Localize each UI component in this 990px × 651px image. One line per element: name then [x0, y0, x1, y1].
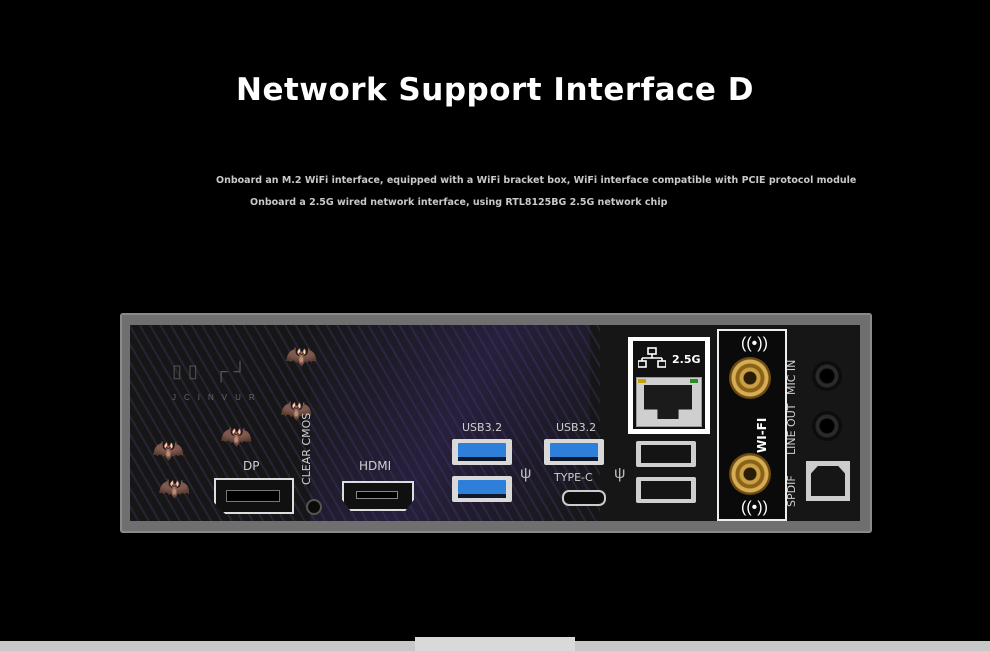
- brand-logo-sub: JCINVUR: [172, 393, 263, 402]
- wifi-label: WI-FI: [755, 417, 769, 453]
- lan-led-right: [690, 379, 698, 383]
- mic-in-jack: [812, 361, 842, 391]
- wifi-antenna-connector: [729, 453, 771, 495]
- page-title: Network Support Interface D: [236, 72, 754, 108]
- usb-a-port-black: [636, 477, 696, 503]
- usb-icon: ψ: [614, 465, 626, 482]
- displayport-port-inner: [226, 490, 280, 502]
- spdif-label: SPDIF: [785, 475, 798, 507]
- spdif-port: [806, 461, 850, 501]
- usb-icon: ψ: [520, 465, 532, 482]
- scrollbar-thumb[interactable]: [415, 637, 575, 651]
- hdmi-port-inner: [356, 491, 398, 499]
- dp-label: DP: [243, 459, 260, 473]
- typec-label: TYPE-C: [554, 471, 593, 484]
- bat-icon: 🦇: [152, 435, 185, 465]
- usb-typec-port: [562, 490, 606, 506]
- mic-in-label: MIC IN: [785, 359, 798, 395]
- usb-group2-label: USB3.2: [556, 421, 597, 434]
- io-shield-face: ▯▯ ┌┘ JCINVUR 🦇 🦇 🦇 🦇 🦇 DP CLEAR CMOS HD…: [130, 325, 860, 521]
- bat-icon: 🦇: [158, 473, 191, 503]
- clear-cmos-button: [306, 499, 322, 515]
- bat-icon: 🦇: [285, 341, 318, 371]
- displayport-port: [214, 478, 294, 514]
- usb-a-port-blue: [452, 476, 512, 502]
- wifi-icon: ((•)): [741, 335, 768, 352]
- hdmi-label: HDMI: [359, 459, 392, 473]
- wifi-antenna-connector: [729, 357, 771, 399]
- lan-speed-label: 2.5G: [672, 353, 701, 366]
- clear-cmos-label: CLEAR CMOS: [300, 412, 313, 485]
- io-shield-plate: ▯▯ ┌┘ JCINVUR 🦇 🦇 🦇 🦇 🦇 DP CLEAR CMOS HD…: [120, 313, 872, 533]
- brand-logo: ▯▯ ┌┘: [172, 361, 253, 381]
- bat-icon: 🦇: [280, 395, 313, 425]
- lan-led-left: [638, 379, 646, 383]
- description-line-wifi: Onboard an M.2 WiFi interface, equipped …: [216, 175, 857, 186]
- description-line-lan: Onboard a 2.5G wired network interface, …: [250, 197, 668, 208]
- usb-a-port-blue: [544, 439, 604, 465]
- line-out-label: LINE OUT: [785, 403, 798, 455]
- bat-icon: 🦇: [220, 421, 253, 451]
- line-out-jack: [812, 411, 842, 441]
- network-icon: [638, 347, 666, 368]
- usb-group1-label: USB3.2: [462, 421, 503, 434]
- usb-a-port-black: [636, 441, 696, 467]
- usb-a-port-blue: [452, 439, 512, 465]
- wifi-icon: ((•)): [741, 499, 768, 516]
